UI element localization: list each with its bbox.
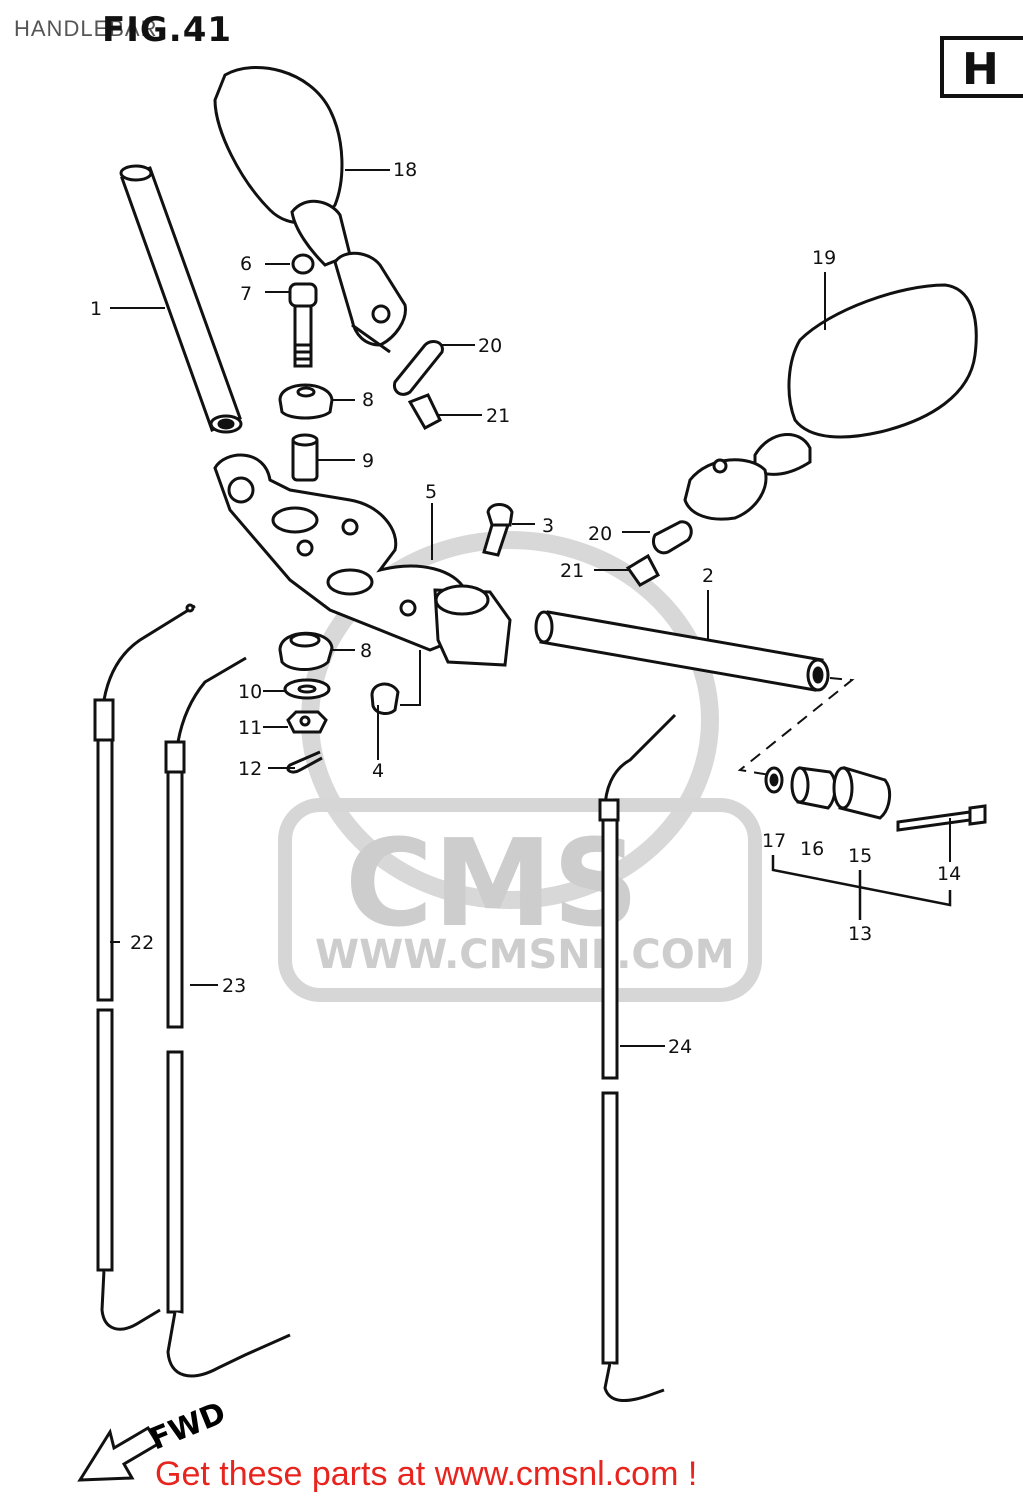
callout-12: 12 [238,758,262,780]
callout-numbers: 1 2 3 4 5 6 7 8 8 9 10 11 12 13 14 15 16… [90,159,961,1058]
callout-6: 6 [240,253,252,275]
callout-20-upper: 20 [478,335,502,357]
part-17-washer [764,766,784,794]
part-19-right-mirror [683,283,978,521]
callout-4: 4 [372,760,384,782]
part-16-inner-weight [790,766,837,810]
part-8-upper-damper [278,383,334,420]
leader-lines [110,169,951,1047]
callout-20-lower: 20 [588,523,612,545]
callout-3: 3 [542,515,554,537]
part-12-cotter-pin [286,750,323,774]
callout-24: 24 [668,1036,692,1058]
model-code: H - [962,44,1023,95]
page-title: HANDLEBAR [14,16,158,41]
callout-16: 16 [800,838,824,860]
callout-11: 11 [238,717,262,739]
figure-number: FIG.41 [102,10,233,50]
callout-17: 17 [762,830,786,852]
part-20-upper-adapter [392,340,444,396]
part-7-bolt [288,282,318,368]
part-20-lower-adapter [652,520,693,555]
part-8-lower-damper [278,631,334,671]
callout-7: 7 [240,283,252,305]
part-24-choke-cable [598,713,677,1402]
part-11-nut [286,710,328,734]
callout-8-upper: 8 [362,389,374,411]
part-6-cap [291,253,315,275]
part-14-bolt [896,804,987,832]
watermark-brand: CMS [345,815,639,954]
assembly-13-bracket [771,855,952,920]
callout-1: 1 [90,298,102,320]
part-21-upper-nut [407,393,442,431]
cms-watermark: CMS WWW.CMSNL.COM [278,531,762,1002]
fwd-label: FWD [145,1396,231,1458]
callout-14: 14 [937,863,961,885]
part-21-lower-nut [625,553,661,587]
callout-13: 13 [848,923,872,945]
part-2-right-handlebar [534,610,830,692]
callout-9: 9 [362,450,374,472]
callout-18: 18 [393,159,417,181]
callout-10: 10 [238,681,262,703]
part-3-bolt [482,503,514,557]
fwd-arrow-icon [77,1425,161,1482]
handlebar-clamp [433,584,512,667]
part-1-left-handlebar [119,164,243,434]
callout-21-upper: 21 [486,405,510,427]
dash-link-lines [737,677,855,776]
part-22-throttle-cable [93,603,196,1331]
callout-15: 15 [848,845,872,867]
part-15-outer-weight [832,766,892,820]
watermark-url: WWW.CMSNL.COM [315,932,735,978]
callout-21-lower: 21 [560,560,584,582]
part-23-throttle-cable [164,656,291,1378]
part-18-left-mirror [213,66,407,354]
callout-2: 2 [702,565,714,587]
part-9-spacer [291,433,319,482]
callout-23: 23 [222,975,246,997]
part-10-washer [283,678,331,700]
callout-8-lower: 8 [360,640,372,662]
callout-22: 22 [130,932,154,954]
callout-5: 5 [425,481,437,503]
part-4-grommet [370,682,400,715]
model-code-box: H - [940,36,1023,98]
promo-link[interactable]: Get these parts at www.cmsnl.com ! [155,1455,698,1493]
callout-19: 19 [812,247,836,269]
